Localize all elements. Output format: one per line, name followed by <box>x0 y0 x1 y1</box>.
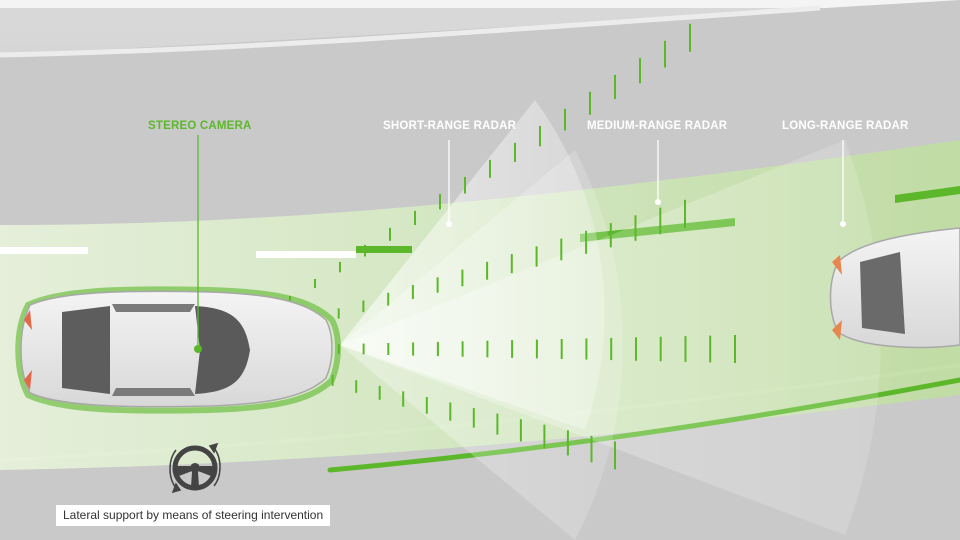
stereo-camera-label: STEREO CAMERA <box>148 120 252 132</box>
vehicle-ahead-rear-window <box>860 252 905 334</box>
steering-wheel-icon <box>172 445 218 491</box>
road-edge-line <box>0 5 821 58</box>
vehicle-ahead <box>829 227 960 349</box>
ego-car-rear-window <box>62 306 110 394</box>
vehicle-ahead-light <box>832 320 842 340</box>
ego-car-tail-light <box>24 310 32 330</box>
long-range-radar-dot <box>840 221 846 227</box>
short-range-radar-dot <box>446 221 452 227</box>
ego-car-green-outline <box>15 286 341 414</box>
ego-car <box>15 286 341 414</box>
medium-range-radar-label: MEDIUM-RANGE RADAR <box>587 120 728 132</box>
medium-range-radar-dot <box>655 199 661 205</box>
ego-car-side-window-top <box>112 304 195 312</box>
lane-dash <box>0 247 88 254</box>
top-strip <box>0 0 960 8</box>
vehicle-ahead-light <box>832 255 842 275</box>
caption: Lateral support by means of steering int… <box>56 505 331 526</box>
short-range-radar-label: SHORT-RANGE RADAR <box>383 120 517 132</box>
lane-dash <box>256 251 356 258</box>
lane-dash-green <box>895 186 960 203</box>
long-range-radar-label: LONG-RANGE RADAR <box>782 120 909 132</box>
rotate-arrows-icon <box>169 442 221 494</box>
stereo-camera-marker <box>194 345 202 353</box>
lane-dash-green <box>356 246 412 253</box>
ego-car-windshield <box>195 306 250 394</box>
ego-car-tail-light <box>24 370 32 390</box>
short-range-radar-cone <box>340 100 605 430</box>
ego-car-side-window-bottom <box>112 388 195 396</box>
